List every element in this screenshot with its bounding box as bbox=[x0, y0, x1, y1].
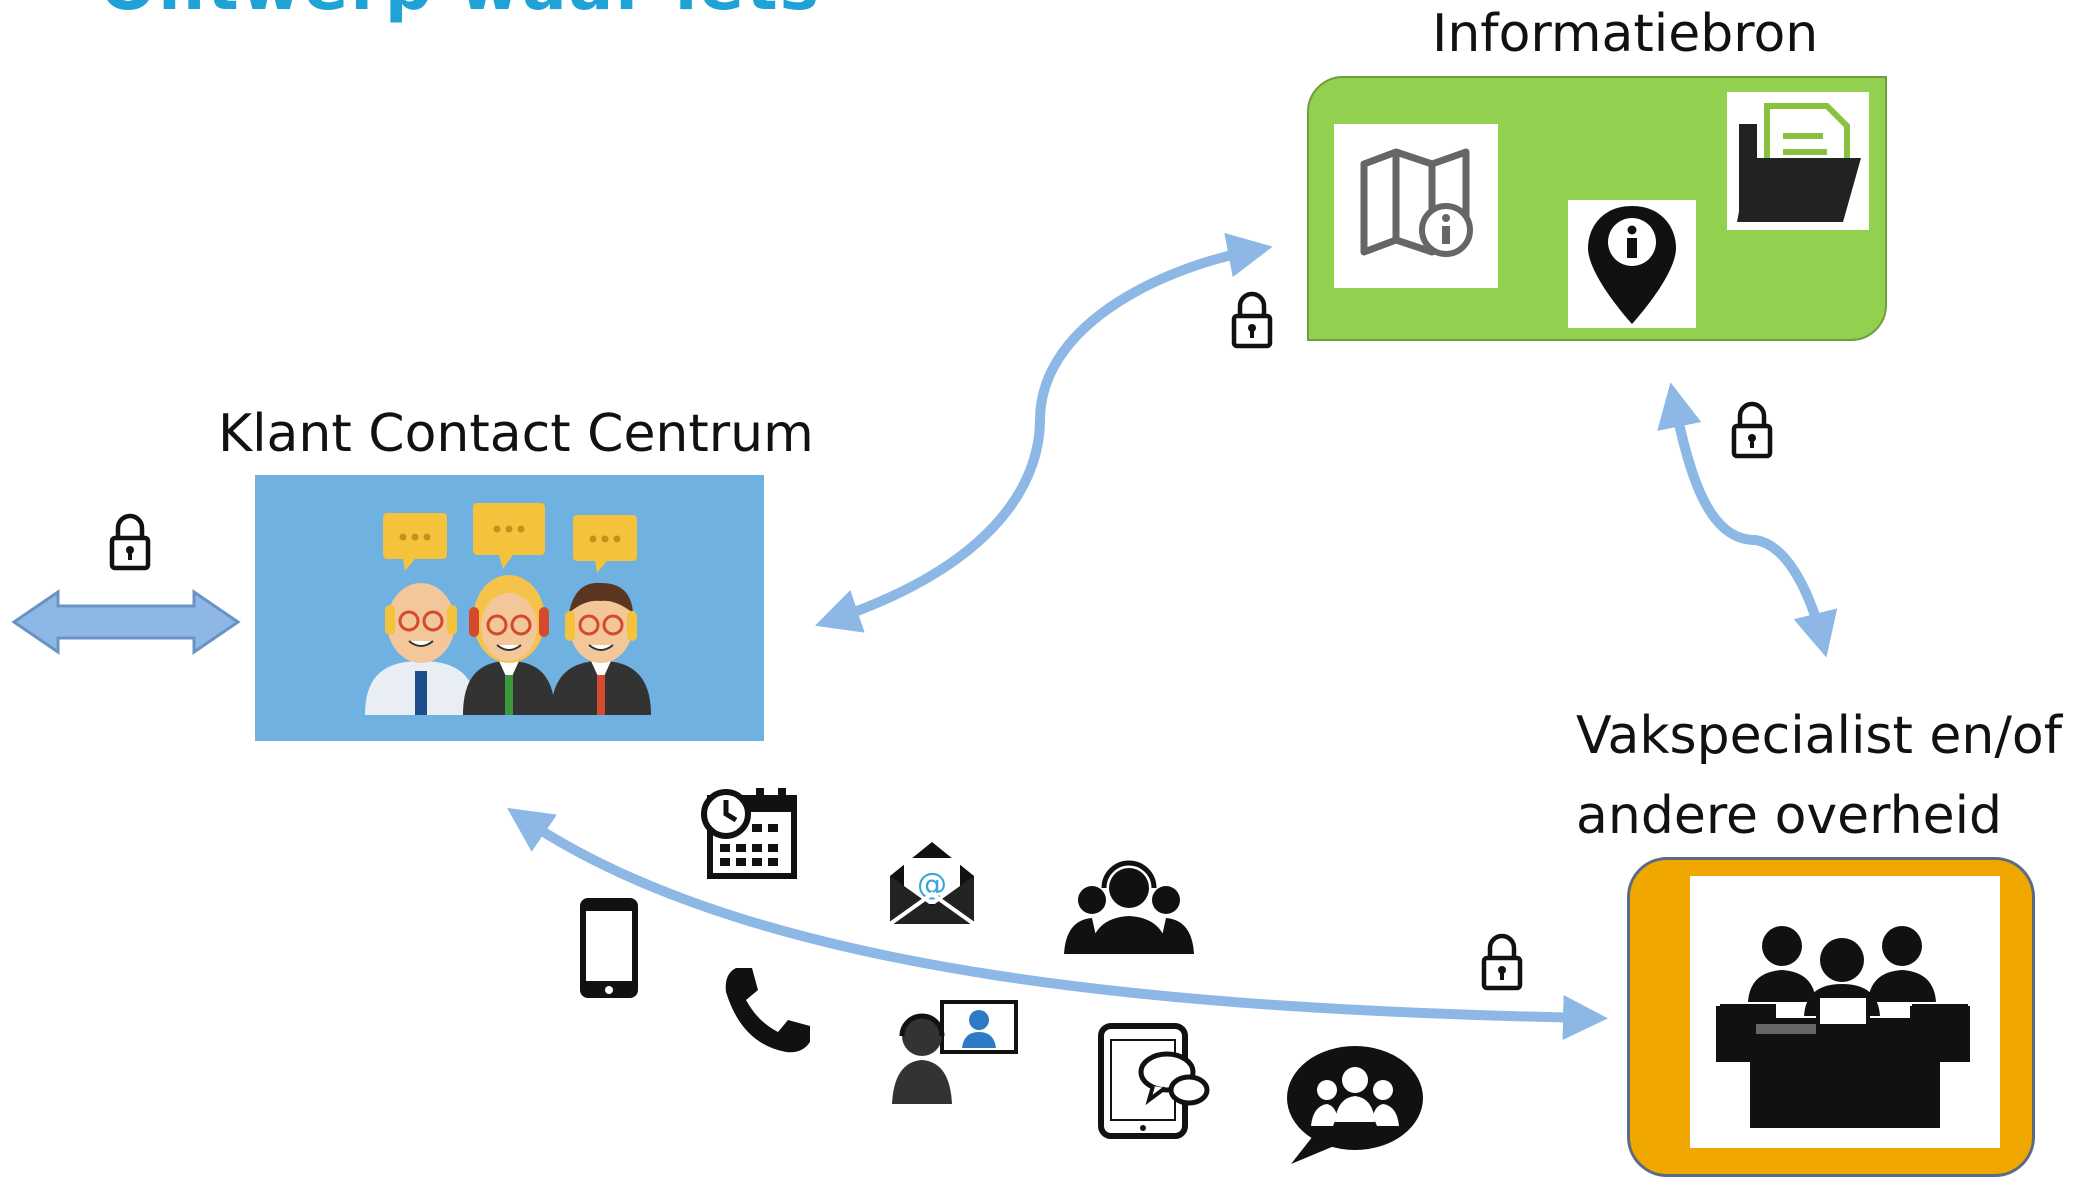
kcc-label: Klant Contact Centrum bbox=[218, 404, 814, 464]
lock-icon bbox=[109, 513, 151, 571]
tablet-chat-icon bbox=[1098, 1023, 1210, 1139]
map-info-icon bbox=[1334, 124, 1498, 288]
arrow-informatiebron-vakspecialist bbox=[1657, 382, 1838, 658]
arrow-external bbox=[11, 589, 241, 655]
group-chat-icon bbox=[1287, 1046, 1423, 1164]
page-title: Ontwerp waar iets bbox=[100, 0, 821, 25]
location-info-icon bbox=[1568, 200, 1696, 328]
lock-icon bbox=[1481, 933, 1523, 991]
phone-icon bbox=[725, 968, 810, 1053]
vakspecialist-label-line2: andere overheid bbox=[1576, 786, 2003, 846]
arrow-kcc-informatiebron bbox=[814, 232, 1273, 633]
informatiebron-label: Informatiebron bbox=[1432, 4, 1819, 64]
calendar-icon bbox=[701, 788, 797, 879]
kcc-node bbox=[255, 475, 764, 741]
call-center-agents-illustration bbox=[365, 503, 651, 715]
folder-document-icon bbox=[1727, 92, 1869, 230]
headset-team-icon bbox=[1064, 860, 1194, 954]
smartphone-icon bbox=[580, 898, 638, 998]
lock-icon bbox=[1731, 401, 1773, 459]
vakspecialist-label-line1: Vakspecialist en/of bbox=[1576, 706, 2063, 766]
lock-icon bbox=[1231, 291, 1273, 349]
arrow-kcc-vakspecialist bbox=[507, 807, 1608, 1040]
svg-text:@: @ bbox=[917, 867, 947, 902]
video-call-icon bbox=[892, 1000, 1018, 1104]
meeting-icon bbox=[1690, 876, 2000, 1148]
email-icon: @ bbox=[888, 842, 976, 926]
